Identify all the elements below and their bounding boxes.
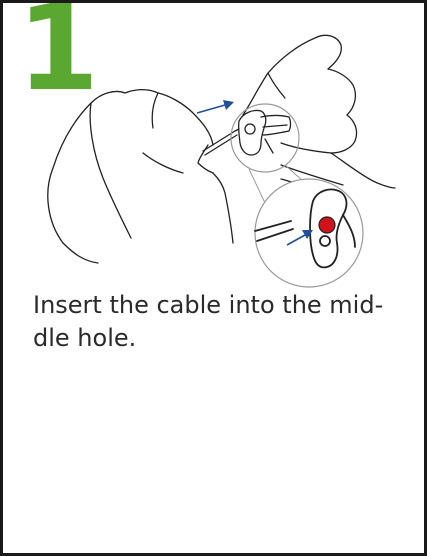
arrow-icon (197, 100, 234, 113)
earpiece (239, 110, 291, 155)
instruction-text: Insert the cable into the mid-dle hole. (33, 289, 393, 355)
right-hand (243, 35, 395, 193)
step-number: 1 (17, 0, 97, 107)
middle-hole-highlight (319, 217, 335, 233)
